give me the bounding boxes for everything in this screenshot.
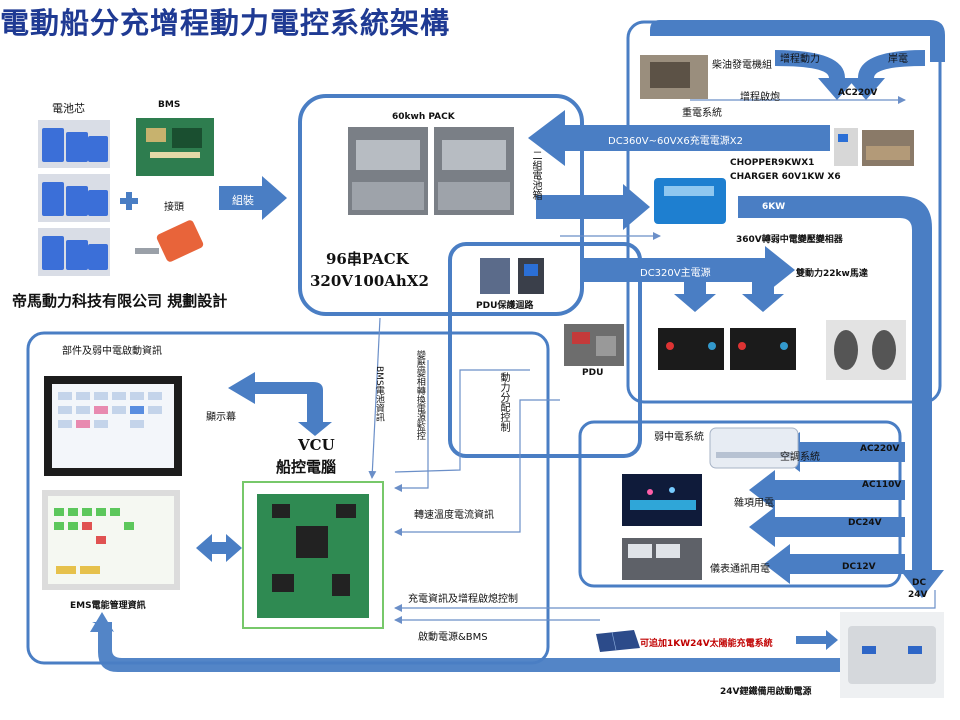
assemble-label: 組裝	[232, 194, 254, 207]
vcu-board-image	[242, 481, 384, 629]
solar-label: 可追加1KW24V太陽能充電系統	[640, 639, 773, 649]
pack-images	[348, 127, 514, 215]
motor-images	[826, 320, 906, 380]
weak-outline	[578, 420, 902, 588]
pdu-outline	[448, 242, 642, 458]
aircon-label: 空調系統	[780, 452, 820, 463]
assemble-arrow	[219, 176, 287, 220]
pdu-label: PDU	[582, 368, 604, 378]
plus-sign	[120, 192, 138, 210]
battery-cell-images	[38, 120, 110, 276]
power-dist-label: 動力分配控制	[498, 372, 509, 432]
ac110-label: AC110V	[862, 480, 902, 490]
six-kw-arrow	[738, 196, 944, 598]
misc-label: 雜項用電	[734, 498, 774, 509]
inverter-image	[654, 178, 726, 224]
cockpit-image	[622, 538, 702, 580]
pdu-protect-images	[480, 258, 544, 294]
connector-image	[135, 220, 204, 262]
night-ship-image	[622, 474, 702, 526]
pack-image-label: 60kwh PACK	[392, 112, 455, 122]
display-arrow	[228, 372, 332, 436]
display-label: 顯示幕	[206, 412, 236, 423]
vcu-label: VCU	[298, 436, 335, 454]
charge-source-arrow	[528, 110, 830, 166]
display-monitor-image	[44, 376, 182, 476]
solar-panel-image	[596, 630, 640, 652]
ems-monitor-image	[42, 490, 180, 590]
heavy-system-label: 重電系統	[682, 108, 722, 119]
pdu-protect-label: PDU保護迴路	[476, 301, 534, 311]
range-ext-arrow	[775, 50, 856, 100]
ac220-aircon-label: AC220V	[860, 444, 900, 454]
page-title: 電動船分充增程動力電控系統架構	[0, 6, 451, 40]
bms-info-label: BMS電池資訊	[373, 366, 384, 422]
weak-arrow-ac110	[749, 470, 905, 510]
start-power-label: 啟動電源&BMS	[418, 632, 488, 643]
company-credit: 帝馬動力科技有限公司 規劃設計	[12, 292, 228, 310]
dc12-label: DC12V	[842, 562, 876, 572]
charge-source-label: DC360V~60VX6充電電源X2	[608, 136, 743, 147]
pack-to-inverter-arrow	[536, 184, 650, 230]
weak-arrow-ac220	[774, 432, 905, 472]
bottom-return	[90, 612, 920, 678]
pdu-image	[564, 324, 624, 366]
transformer-label: 360V轉弱中電變壓變相器	[736, 235, 843, 245]
chopper-label: CHOPPER9KWX1	[730, 158, 815, 168]
bms-board-image	[136, 118, 214, 176]
shore-label: 岸電	[888, 54, 908, 65]
weak-system-label: 弱中電系統	[654, 432, 704, 443]
pack-title-line1: 96串PACK	[326, 250, 409, 268]
component-info-label: 部件及弱中電啟動資訊	[62, 346, 162, 357]
speed-temp-label: 轉速溫度電流資訊	[414, 510, 494, 521]
connector-label: 接頭	[164, 202, 184, 213]
shore-arrow	[847, 50, 925, 100]
solar-arrow	[796, 630, 838, 650]
weak-arrow-dc24	[749, 507, 905, 547]
six-kw-label: 6KW	[762, 202, 786, 212]
instrument-label: 儀表通訊用電	[710, 564, 770, 575]
dc320-bus	[582, 246, 795, 294]
ems-vcu-arrow	[196, 534, 242, 562]
power-arrows	[90, 20, 945, 678]
two-boxes-label: 二組電池箱	[530, 150, 541, 200]
vcu-subtitle: 船控電腦	[276, 458, 337, 476]
cell-label: 電池芯	[52, 102, 85, 115]
motor-label: 雙動力22kw馬達	[796, 269, 868, 279]
ems-label: EMS電能管理資訊	[70, 601, 146, 611]
bms-board-label: BMS	[158, 100, 181, 110]
inverter-monitor-label: 變壓變相轉換電源監控	[414, 350, 425, 440]
weak-arrow-dc12	[764, 544, 905, 584]
dc24-label: DC24V	[848, 518, 882, 528]
charger-cabinet-image	[834, 128, 914, 166]
charger-label: CHARGER 60V1KW X6	[730, 172, 841, 182]
ac220-top-label: AC220V	[838, 88, 878, 98]
diesel-label: 柴油發電機組	[712, 60, 772, 71]
pack-title-line2: 320V100AhX2	[310, 272, 429, 290]
dc320-label: DC320V主電源	[640, 268, 711, 279]
backup-battery-image	[840, 612, 944, 698]
battery-box-images	[658, 328, 796, 370]
dc24v-side-1: DC	[912, 578, 927, 588]
charge-info-label: 充電資訊及增程啟熄控制	[408, 594, 518, 605]
dc24v-side-2: 24V	[908, 590, 928, 600]
range-start-label: 增程啟炮	[740, 92, 780, 103]
aircon-image	[709, 427, 799, 469]
backup-label: 24V鋰鐵備用啟動電源	[720, 687, 812, 697]
top-return-line	[650, 20, 945, 62]
diesel-generator-image	[640, 55, 708, 99]
range-ext-label: 增程動力	[780, 54, 820, 65]
dc320-drop-2	[742, 282, 784, 312]
dc320-drop-1	[674, 282, 716, 312]
